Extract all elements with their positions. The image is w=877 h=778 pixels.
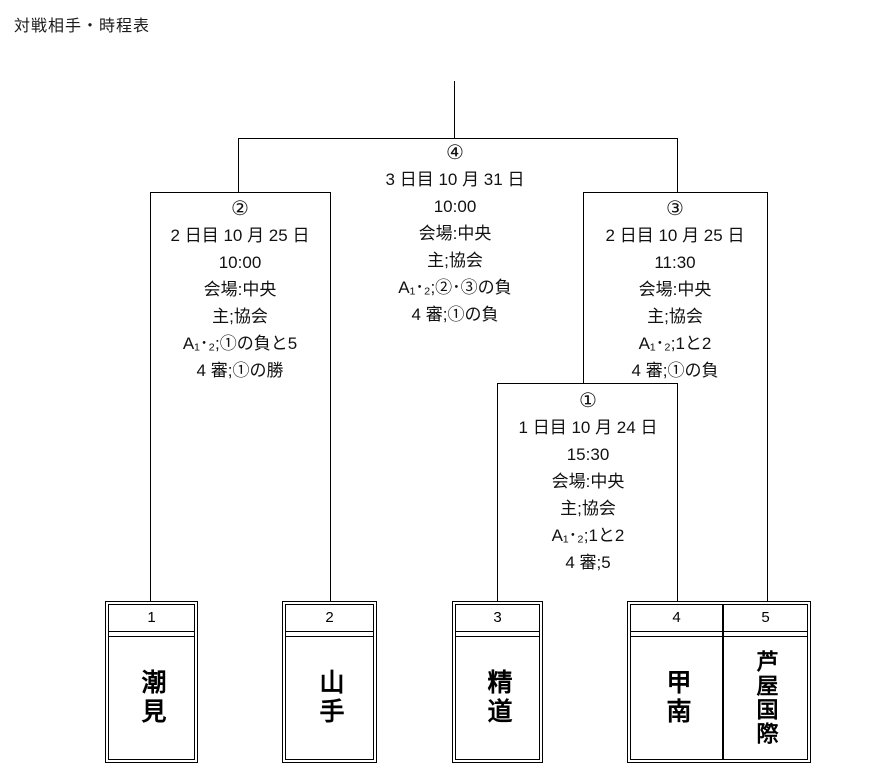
team-box-2: 2 山手 [282, 601, 377, 763]
match-1-time: 15:30 [566, 445, 610, 464]
team-box-5-inner: 5 芦屋国際 [723, 604, 808, 760]
bracket-match1-horizontal-line [497, 383, 678, 384]
match-1-fourth-official: 4 審;5 [565, 553, 611, 572]
match-1-number: ① [579, 390, 597, 412]
match-3-time: 11:30 [654, 253, 696, 272]
bracket-match2-left-vertical-line [150, 192, 151, 602]
team-4-name-area: 甲南 [631, 636, 722, 759]
team-1-name: 潮見 [138, 669, 166, 727]
match-4-time: 10:00 [433, 197, 477, 216]
team-3-seed: 3 [456, 605, 539, 632]
bracket-match2-horizontal-line [150, 192, 331, 193]
match-1-date: 1 日目 10 月 24 日 [518, 418, 658, 437]
match-3-venue: 会場:中央 [638, 280, 712, 299]
team-box-3: 3 精道 [452, 601, 543, 763]
match-4-venue: 会場:中央 [418, 224, 492, 243]
bracket-final-right-vertical-line [677, 138, 678, 193]
match-3-date: 2 日目 10 月 25 日 [605, 226, 745, 245]
match-2-organizer: 主;協会 [212, 307, 268, 326]
match-4-number: ④ [446, 142, 464, 164]
match-3-organizer: 主;協会 [647, 307, 703, 326]
match-3-assistant-referees: A₁･₂;1と2 [638, 334, 712, 353]
team-box-3-inner: 3 精道 [455, 604, 540, 760]
match-2-fourth-official: 4 審;①の勝 [196, 361, 284, 380]
match-3-fourth-official: 4 審;①の負 [631, 361, 719, 380]
match-1-venue: 会場:中央 [551, 472, 625, 491]
team-5-seed: 5 [724, 605, 807, 632]
match-3-block: ③ 2 日目 10 月 25 日 11:30 会場:中央 主;協会 A₁･₂;1… [606, 196, 745, 384]
team-1-seed: 1 [109, 605, 194, 632]
team-2-name: 山手 [316, 669, 344, 727]
team-box-4-inner: 4 甲南 [630, 604, 723, 760]
match-2-venue: 会場:中央 [203, 280, 277, 299]
match-2-assistant-referees: A₁･₂;①の負と5 [182, 334, 298, 353]
match-2-block: ② 2 日目 10 月 25 日 10:00 会場:中央 主;協会 A₁･₂;①… [171, 196, 310, 384]
match-1-block: ① 1 日目 10 月 24 日 15:30 会場:中央 主;協会 A₁･₂;1… [519, 388, 658, 576]
match-2-number: ② [231, 198, 249, 220]
match-4-organizer: 主;協会 [427, 251, 483, 270]
team-3-name: 精道 [484, 669, 512, 727]
match-4-assistant-referees: A₁･₂;②･③の負 [398, 278, 512, 297]
match-4-date: 3 日目 10 月 31 日 [385, 170, 525, 189]
bracket-match3-left-vertical-line [583, 192, 584, 384]
team-box-1: 1 潮見 [105, 601, 198, 763]
page-title: 対戦相手・時程表 [14, 18, 151, 35]
bracket-match1-right-vertical-line [677, 383, 678, 602]
bracket-match3-right-vertical-line [767, 192, 768, 602]
team-box-4-5-group: 4 甲南 5 芦屋国際 [627, 601, 811, 763]
team-box-2-inner: 2 山手 [285, 604, 374, 760]
team-box-1-inner: 1 潮見 [108, 604, 195, 760]
bracket-match1-left-vertical-line [497, 383, 498, 602]
match-1-assistant-referees: A₁･₂;1と2 [551, 526, 625, 545]
team-2-name-area: 山手 [286, 636, 373, 759]
match-4-block: ④ 3 日目 10 月 31 日 10:00 会場:中央 主;協会 A₁･₂;②… [386, 140, 525, 328]
bracket-match3-horizontal-line [583, 192, 768, 193]
team-1-name-area: 潮見 [109, 636, 194, 759]
match-1-organizer: 主;協会 [560, 499, 616, 518]
team-4-name: 甲南 [663, 669, 691, 727]
match-2-date: 2 日目 10 月 25 日 [170, 226, 310, 245]
match-2-time: 10:00 [218, 253, 262, 272]
bracket-root-vertical-line [454, 81, 455, 138]
team-2-seed: 2 [286, 605, 373, 632]
team-5-name: 芦屋国際 [753, 650, 779, 746]
team-3-name-area: 精道 [456, 636, 539, 759]
team-4-seed: 4 [631, 605, 722, 632]
bracket-final-horizontal-line [238, 138, 678, 139]
match-3-number: ③ [666, 198, 684, 220]
match-4-fourth-official: 4 審;①の負 [411, 305, 499, 324]
team-5-name-area: 芦屋国際 [724, 636, 807, 759]
bracket-match2-right-vertical-line [330, 192, 331, 602]
bracket-final-left-vertical-line [238, 138, 239, 193]
